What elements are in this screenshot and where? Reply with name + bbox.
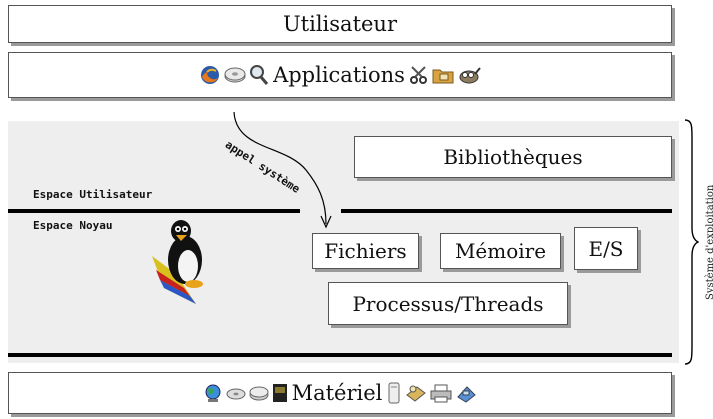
kernel-space-label: Espace Noyau [33, 219, 113, 232]
gimp-icon [459, 67, 481, 84]
user-layer-label: Utilisateur [282, 12, 397, 36]
applications-layer: Applications [8, 52, 672, 98]
processes-box: Processus/Threads [328, 282, 568, 325]
hardware-layer-label: Matériel [291, 381, 383, 405]
firefox-icon [201, 66, 220, 84]
processes-label: Processus/Threads [352, 291, 544, 316]
libraries-label: Bibliothèques [443, 145, 583, 169]
disk-icon [226, 388, 246, 400]
files-label: Fichiers [324, 239, 407, 263]
user-layer: Utilisateur [8, 5, 672, 43]
hardware-icons-right [386, 382, 477, 404]
network-icon [457, 386, 477, 403]
os-bottom-line [8, 353, 672, 357]
search-icon [250, 65, 269, 85]
space-divider-right [341, 209, 672, 213]
memory-label: Mémoire [454, 239, 547, 263]
io-box: E/S [574, 227, 638, 270]
applications-icons-right [409, 65, 481, 85]
keyboard-icon [406, 385, 427, 402]
printer-icon [430, 384, 452, 403]
memory-box: Mémoire [440, 233, 561, 269]
libraries-box: Bibliothèques [354, 136, 672, 178]
hardware-layer: Matériel [8, 372, 672, 414]
tower-icon [388, 382, 400, 404]
cd-icon [224, 67, 246, 83]
files-box: Fichiers [312, 233, 419, 269]
os-label: Système d'exploitation [705, 184, 713, 300]
space-divider-left [8, 209, 300, 213]
scissors-icon [409, 66, 427, 84]
user-space-label: Espace Utilisateur [33, 188, 153, 201]
syscall-arrow [233, 111, 332, 229]
applications-layer-label: Applications [273, 63, 405, 87]
chip-icon [272, 384, 287, 402]
applications-icons-left [199, 64, 269, 86]
os-brace [684, 119, 699, 365]
globe-icon [205, 384, 221, 402]
hardware-icons-left [203, 383, 288, 403]
cd-icon [249, 386, 269, 401]
tux-icon [152, 220, 203, 304]
io-label: E/S [588, 236, 624, 261]
folder-icon [432, 69, 454, 84]
